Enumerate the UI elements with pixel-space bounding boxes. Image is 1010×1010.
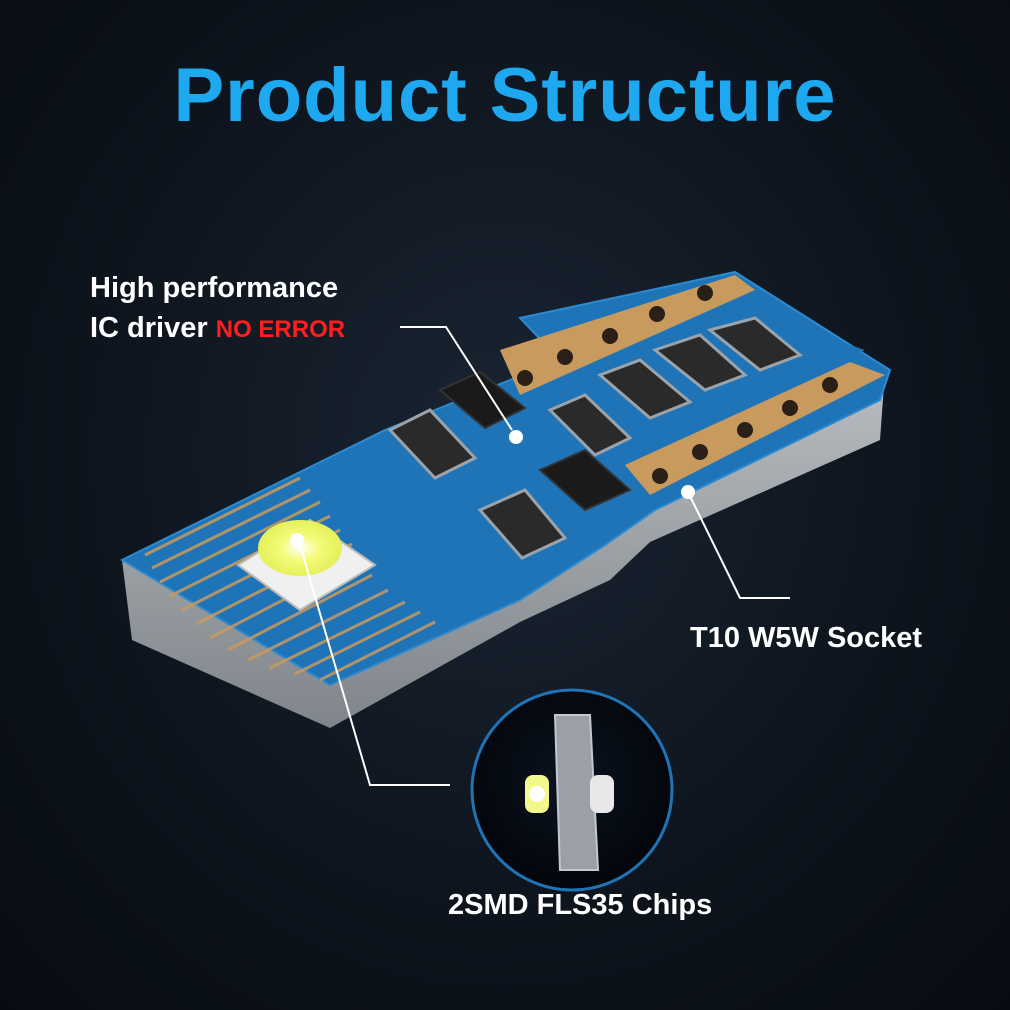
ic-chip-2 xyxy=(538,448,632,512)
resistor-group xyxy=(387,316,803,560)
ic-driver-label: High performance IC driver NO ERROR xyxy=(90,268,345,350)
side-view-inset xyxy=(470,688,674,892)
chips-label: 2SMD FLS35 Chips xyxy=(448,889,713,921)
socket-holes xyxy=(517,285,838,484)
ic-driver-line2: IC driver NO ERROR xyxy=(90,308,345,350)
copper-strip-lower xyxy=(625,362,885,495)
callout-lines xyxy=(299,326,790,786)
no-error-badge: NO ERROR xyxy=(215,316,346,343)
ic-driver-line1: High performance xyxy=(90,272,339,304)
copper-strip-upper xyxy=(500,275,755,395)
page-title: Product Structure xyxy=(173,53,837,138)
socket-label: T10 W5W Socket xyxy=(690,622,923,654)
ic-chip-1 xyxy=(438,370,527,430)
ic-driver-text: IC driver xyxy=(90,312,208,344)
